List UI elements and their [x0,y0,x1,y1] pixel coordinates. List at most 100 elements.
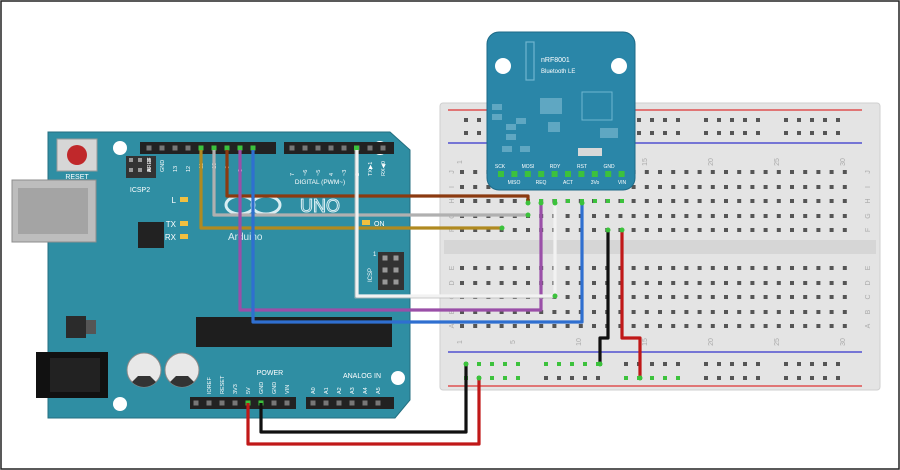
analog-in-label: ANALOG IN [343,373,381,380]
breadboard-hole [790,310,794,314]
rail-hole [717,362,721,366]
icsp2-pin [147,158,151,162]
rail-hole [730,376,734,380]
breadboard-hole [460,228,464,232]
rail-hole [477,118,481,122]
breadboard-hole [697,295,702,299]
rail-hole [717,376,721,380]
column-number: 1 [457,340,464,344]
smd-component [502,146,512,152]
wire-blue [251,150,584,324]
rail-hole [583,376,587,380]
breadboard-hole [829,324,834,328]
breadboard-hole [658,170,662,174]
breadboard-hole [526,266,530,270]
digital-pwm-label: DIGITAL (PWM~) [295,179,345,186]
led-tx [180,221,188,226]
connected-rail-hole [516,362,520,366]
connected-pin [250,145,256,151]
module-pins [498,171,625,177]
wire-red-power [246,378,481,446]
smd-component [506,124,516,130]
breadboard-hole [829,295,834,299]
breadboard-hole [644,199,649,203]
breadboard-hole [526,324,530,328]
breadboard-hole [803,228,808,232]
header-pin [206,400,212,406]
breadboard-hole [512,324,517,328]
row-letter: C [865,294,872,299]
header-pin [159,145,165,151]
icsp2-pin [138,158,142,162]
rail-hole [596,376,600,380]
smd-component [520,146,530,152]
icsp2-pin [129,158,133,162]
breadboard-hole [526,228,530,232]
breadboard-hole [592,281,596,285]
breadboard-hole [473,199,478,203]
row-letter: H [865,198,872,203]
breadboard-hole [684,310,689,314]
breadboard-hole [512,281,517,285]
breadboard-hole [526,281,530,285]
breadboard-hole [816,324,821,328]
breadboard-hole [486,266,491,270]
module-pin [538,171,545,177]
led-l-label: L [172,196,177,205]
column-number: 30 [840,158,847,166]
breadboard-hole [631,324,636,328]
breadboard-hole [631,228,636,232]
module-components [492,98,618,152]
breadboard-hole [842,295,847,299]
breadboard-hole [803,310,808,314]
digital-pin-label: AREF [147,157,153,172]
breadboard-hole [473,310,478,314]
wire-endpoint [619,227,625,233]
rail-hole [743,362,747,366]
rail-hole [704,118,708,122]
breadboard-hole [565,281,570,285]
breadboard-hole [658,266,662,270]
rail-hole [810,376,814,380]
icsp-pin1-label: 1 [373,252,377,258]
breadboard-hole [684,214,689,218]
connected-pin [198,145,204,151]
breadboard-hole [658,199,662,203]
breadboard-hole [803,324,808,328]
reset-button-cap[interactable] [67,145,87,165]
connected-pin [211,145,217,151]
header-pin [146,145,152,151]
breadboard-hole [473,185,478,189]
rail-hole [624,362,628,366]
breadboard-hole [644,170,649,174]
module-pin [578,171,585,177]
breadboard-hole [790,228,794,232]
breadboard-hole [816,214,821,218]
row-letter: J [449,170,456,174]
rail-hole [743,118,747,122]
breadboard-hole [684,266,689,270]
breadboard-hole [631,281,636,285]
module-pin [591,171,598,177]
analog-pin-label: A2 [337,387,343,394]
breadboard-hole [592,214,596,218]
breadboard-hole [829,266,834,270]
breadboard-hole [750,199,755,203]
breadboard-hole [499,266,504,270]
rail-hole [730,118,734,122]
breadboard-hole [737,185,742,189]
breadboard-hole [842,324,847,328]
connected-rail-hole [490,376,494,380]
module-pin [524,171,531,177]
rail-hole [743,376,747,380]
breadboard-hole [776,324,781,328]
dc-jack-inner [50,358,100,392]
breadboard-hole [724,185,728,189]
row-letter: B [865,309,872,314]
breadboard-hole [486,185,491,189]
breadboard-hole [803,295,808,299]
header-pin [375,400,381,406]
breadboard-hole [473,281,478,285]
